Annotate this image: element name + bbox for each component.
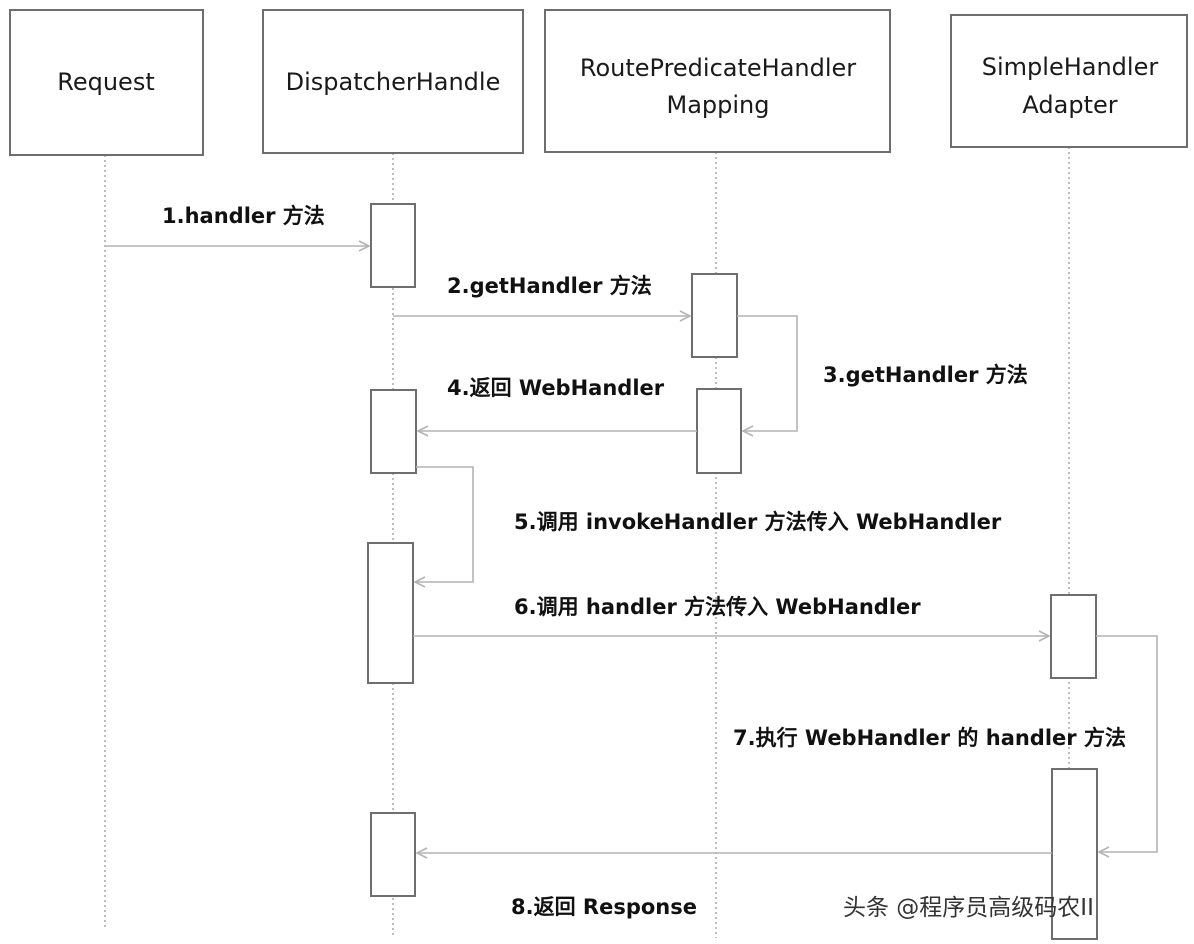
participant-adapter-label-line1: SimpleHandler <box>982 53 1159 81</box>
participant-request-label: Request <box>57 68 155 96</box>
activation-adapter-2 <box>1051 768 1098 940</box>
message-6-label: 6.调用 handler 方法传入 WebHandler <box>514 595 921 619</box>
message-7-label: 7.执行 WebHandler 的 handler 方法 <box>733 726 1126 750</box>
participant-dispatcher: DispatcherHandle <box>262 9 524 154</box>
message-8-label: 8.返回 Response <box>511 895 697 919</box>
message-5-arrow <box>415 466 474 582</box>
participant-adapter-label-line2: Adapter <box>1022 91 1117 119</box>
participant-mapping: RoutePredicateHandler Mapping <box>544 9 891 153</box>
participant-mapping-label-line2: Mapping <box>667 91 770 119</box>
message-3-arrow <box>737 315 798 431</box>
activation-dispatcher-3 <box>367 542 414 684</box>
participant-adapter: SimpleHandler Adapter <box>950 14 1188 148</box>
participant-mapping-label-line1: RoutePredicateHandler <box>580 54 856 82</box>
message-5-label: 5.调用 invokeHandler 方法传入 WebHandler <box>514 510 1002 534</box>
message-4-label: 4.返回 WebHandler <box>447 376 665 400</box>
participant-request: Request <box>9 9 204 156</box>
activation-mapping-1 <box>691 273 738 358</box>
message-7-arrow <box>1096 635 1158 852</box>
activation-dispatcher-4 <box>370 812 416 897</box>
watermark-text: 头条 @程序员高级码农II <box>843 895 1094 921</box>
message-2-label: 2.getHandler 方法 <box>447 274 652 298</box>
activation-dispatcher-1 <box>370 203 416 288</box>
activation-adapter-1 <box>1050 594 1097 679</box>
message-3-label: 3.getHandler 方法 <box>823 363 1028 387</box>
message-1-label: 1.handler 方法 <box>162 204 325 228</box>
participant-dispatcher-label: DispatcherHandle <box>286 68 501 96</box>
activation-mapping-2 <box>696 388 742 474</box>
activation-dispatcher-2 <box>370 389 417 474</box>
